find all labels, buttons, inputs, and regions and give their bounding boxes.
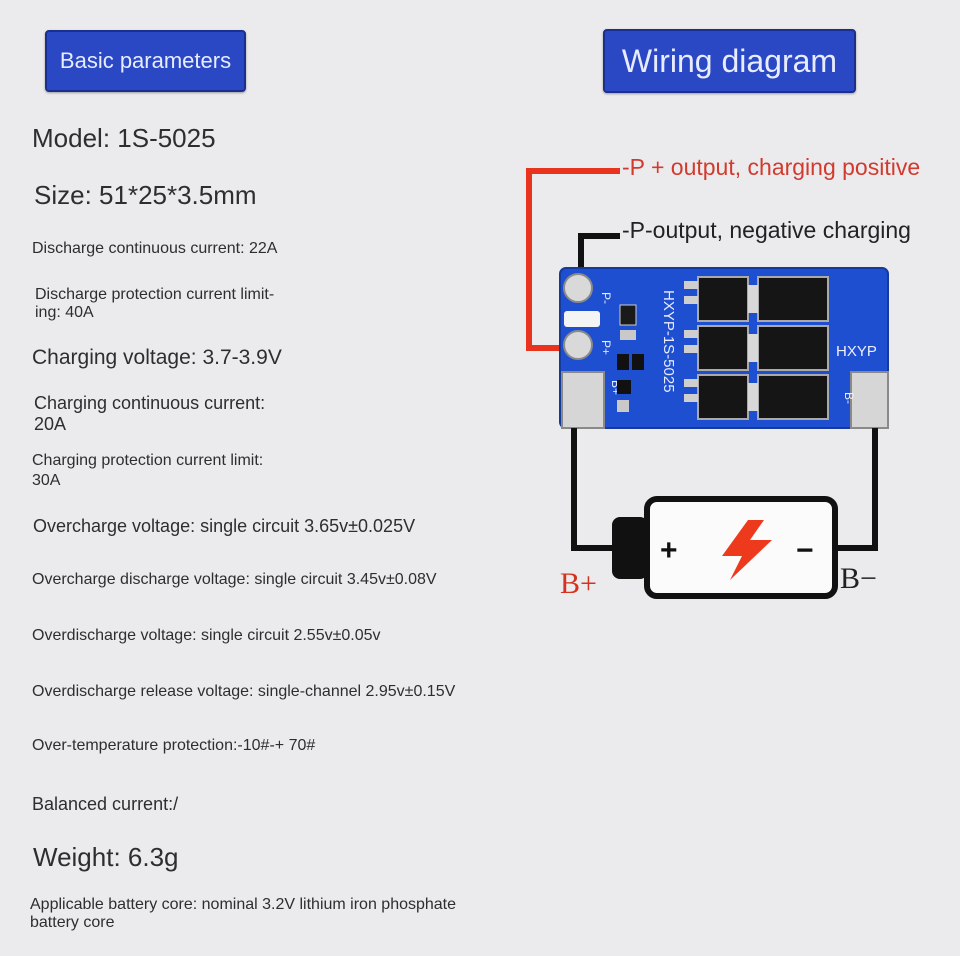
resistor-component [620, 330, 636, 340]
ic-component [617, 380, 631, 394]
param-weight: Weight: 6.3g [33, 842, 179, 872]
chip-component [632, 354, 644, 370]
param-balanced-current: Balanced current:/ [32, 794, 179, 814]
param-discharge-protection-current: Discharge protection current limit- ing:… [35, 286, 274, 323]
param-charging-protection-current: Charging protection current limit: 30A [32, 452, 263, 491]
param-line: 20A [34, 413, 67, 434]
p-minus-output-label: -P-output, negative charging [622, 217, 911, 243]
param-line: Charging continuous current: [34, 393, 266, 413]
param-size: Size: 51*25*3.5mm [34, 180, 257, 210]
param-line: ing: 40A [35, 304, 94, 322]
pad-label-p-plus: P+ [599, 340, 613, 355]
param-line: Charging protection current limit: [32, 452, 264, 469]
battery-minus-sign: − [796, 534, 814, 567]
param-overcharge-discharge-voltage: Overcharge discharge voltage: single cir… [32, 571, 437, 588]
param-overdischarge-release-voltage: Overdischarge release voltage: single-ch… [32, 683, 456, 700]
battery-plus-sign: + [660, 534, 678, 567]
b-minus-wire [835, 428, 878, 551]
battery-icon [612, 496, 838, 599]
diode-component [619, 304, 637, 326]
pad-label-b-minus: B- [842, 392, 856, 404]
param-overdischarge-voltage: Overdischarge voltage: single circuit 2.… [32, 627, 381, 644]
b-minus-pad [850, 371, 889, 429]
wiring-diagram-badge: Wiring diagram [603, 29, 856, 93]
p-plus-wire [526, 168, 620, 351]
battery-b-plus-label: B+ [560, 567, 597, 600]
b-plus-wire [571, 428, 614, 551]
p-plus-pad [563, 330, 593, 360]
mosfet-array [684, 276, 829, 420]
board-model-silkscreen: HXYP-1S-5025 [660, 290, 677, 393]
solder-mark [564, 311, 600, 327]
param-line: 30A [32, 472, 61, 490]
protection-board: P- P+ B+ B- HXYP-1S-5025 [559, 267, 889, 429]
param-charging-voltage: Charging voltage: 3.7-3.9V [32, 346, 282, 369]
board-brand-label: HXYP [836, 343, 877, 360]
p-plus-output-label: -P + output, charging positive [622, 154, 921, 180]
param-discharge-continuous-current: Discharge continuous current: 22A [32, 240, 278, 257]
p-minus-pad [563, 273, 593, 303]
param-line: battery core [30, 913, 115, 931]
param-over-temperature-protection: Over-temperature protection:-10#-+ 70# [32, 737, 316, 754]
pad-label-p-minus: P- [599, 292, 613, 304]
param-charging-continuous-current: Charging continuous current: 20A [34, 393, 265, 434]
chip-component [617, 354, 629, 370]
param-overcharge-voltage: Overcharge voltage: single circuit 3.65v… [33, 516, 416, 536]
lightning-bolt-icon [722, 520, 772, 580]
b-plus-pad [561, 371, 605, 429]
capacitor-component [617, 400, 629, 412]
param-line: Discharge protection current limit- [35, 286, 275, 303]
battery-b-minus-label: B− [840, 562, 877, 595]
param-model: Model: 1S-5025 [32, 123, 216, 153]
param-line: Applicable battery core: nominal 3.2V li… [30, 896, 457, 913]
basic-parameters-badge: Basic parameters [45, 30, 246, 92]
param-applicable-battery-core: Applicable battery core: nominal 3.2V li… [30, 896, 456, 931]
